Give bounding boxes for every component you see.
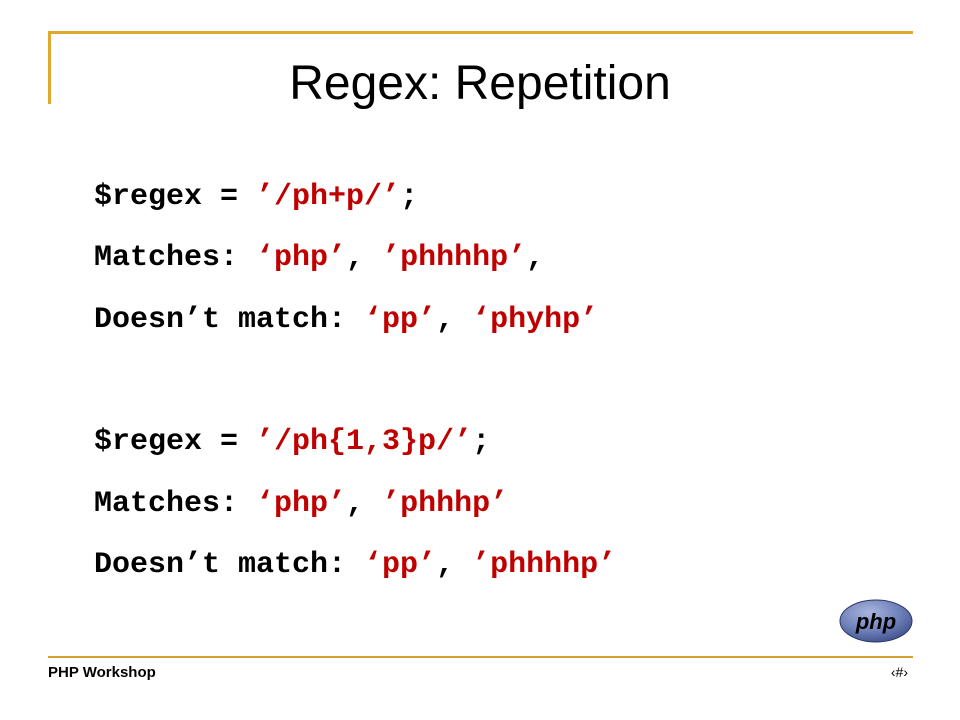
nomatch-item: ‘pp’ bbox=[364, 303, 437, 337]
match-item: ‘php’ bbox=[256, 487, 347, 521]
nomatch-item: ‘pp’ bbox=[364, 548, 437, 582]
regex-prefix: $regex = bbox=[94, 425, 257, 459]
regex-pattern: ’/ph+p/’ bbox=[256, 180, 401, 214]
matches-label: Matches: bbox=[94, 487, 257, 521]
php-logo: php bbox=[839, 599, 913, 643]
regex-prefix: $regex = bbox=[94, 180, 257, 214]
nomatch-item: ‘phyhp’ bbox=[472, 303, 599, 337]
footer-divider bbox=[48, 656, 913, 658]
trailing-comma: , bbox=[526, 241, 545, 275]
match-item: ‘php’ bbox=[256, 241, 347, 275]
separator: , bbox=[346, 487, 383, 521]
matches-line-1: Matches: ‘php’, ’phhhhp’, bbox=[94, 241, 544, 275]
title-accent-horizontal bbox=[48, 31, 913, 34]
footer-title: PHP Workshop bbox=[48, 664, 156, 681]
matches-label: Matches: bbox=[94, 241, 257, 275]
regex-suffix: ; bbox=[400, 180, 419, 214]
title-accent-vertical bbox=[48, 31, 51, 104]
nomatch-label: Doesn’t match: bbox=[94, 303, 365, 337]
nomatch-line-1: Doesn’t match: ‘pp’, ‘phyhp’ bbox=[94, 303, 598, 337]
match-item: ’phhhp’ bbox=[382, 487, 509, 521]
separator: , bbox=[346, 241, 383, 275]
slide-title: Regex: Repetition bbox=[289, 57, 671, 110]
separator: , bbox=[436, 303, 473, 337]
nomatch-line-2: Doesn’t match: ‘pp’, ’phhhhp’ bbox=[94, 548, 616, 582]
regex-line-1: $regex = ’/ph+p/’; bbox=[94, 180, 418, 214]
slide-number: ‹#› bbox=[890, 664, 908, 680]
regex-pattern: ’/ph{1,3}p/’ bbox=[256, 425, 473, 459]
match-item: ’phhhhp’ bbox=[382, 241, 527, 275]
logo-text: php bbox=[855, 609, 896, 634]
matches-line-2: Matches: ‘php’, ’phhhp’ bbox=[94, 487, 508, 521]
regex-suffix: ; bbox=[472, 425, 491, 459]
separator: , bbox=[436, 548, 473, 582]
nomatch-item: ’phhhhp’ bbox=[472, 548, 617, 582]
regex-line-2: $regex = ’/ph{1,3}p/’; bbox=[94, 425, 490, 459]
nomatch-label: Doesn’t match: bbox=[94, 548, 365, 582]
